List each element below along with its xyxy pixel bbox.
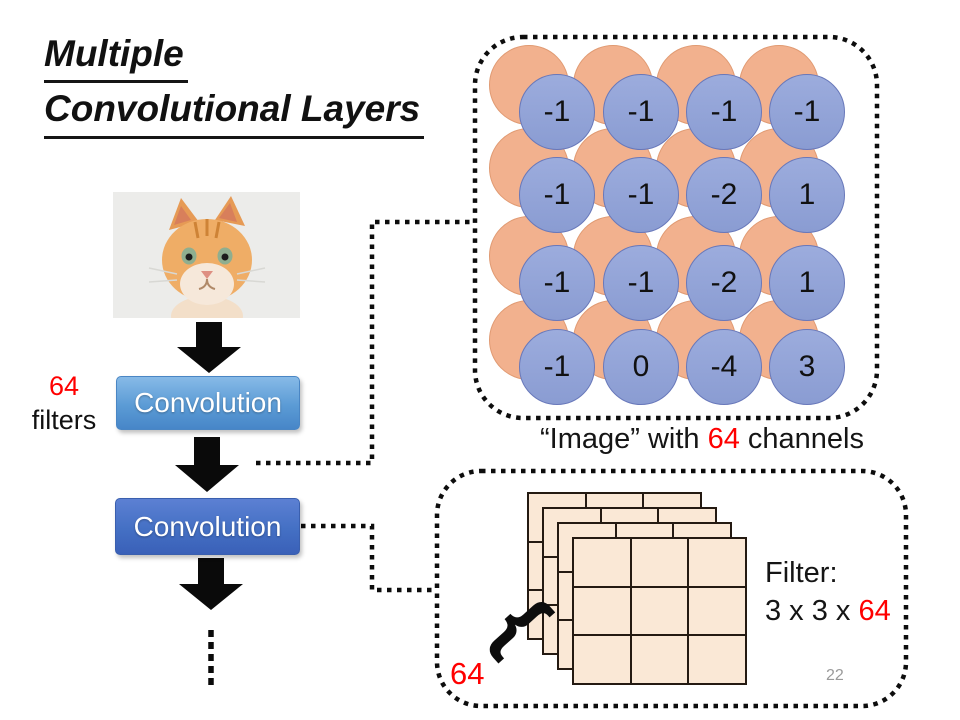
filters-count-word: filters	[31, 405, 97, 435]
blue-value-circle: -1	[519, 329, 595, 405]
connector-conv2-to-filter-box	[301, 523, 436, 593]
blue-value-circle: -1	[686, 74, 762, 150]
down-arrow-icon	[177, 322, 241, 373]
blue-value-circle: 1	[769, 245, 845, 321]
blue-value-circle: -1	[519, 245, 595, 321]
blue-value-circle: -1	[519, 157, 595, 233]
matrix-cell: -1	[489, 300, 595, 405]
matrix-cell: 3	[739, 300, 845, 405]
filters-count-value: 64	[48, 371, 80, 401]
convolution-block-1: Convolution	[116, 376, 300, 430]
convolution-block-2: Convolution	[115, 498, 300, 555]
matrix-cell: 1	[739, 128, 845, 233]
filter-stack-count: 64	[450, 656, 485, 691]
filter-size-label: Filter: 3 x 3 x 64	[765, 554, 891, 630]
cat-illustration	[113, 192, 300, 336]
feature-map-caption: “Image” with 64 channels	[500, 423, 904, 456]
title-line-1: Multiple	[44, 28, 188, 84]
caption-channel-count: 64	[707, 423, 740, 455]
blue-value-circle: -1	[603, 157, 679, 233]
title-line-2: Convolutional Layers	[44, 83, 425, 139]
matrix-cell: -1	[489, 45, 595, 150]
matrix-cell: -4	[656, 300, 762, 405]
matrix-cell: -1	[489, 128, 595, 233]
matrix-cell: -1	[573, 128, 679, 233]
down-arrow-icon	[175, 437, 239, 492]
blue-value-circle: -2	[686, 157, 762, 233]
filter-depth-value: 64	[858, 595, 891, 627]
blue-value-circle: -2	[686, 245, 762, 321]
blue-value-circle: -1	[603, 245, 679, 321]
blue-value-circle: 1	[769, 157, 845, 233]
matrix-cell: -1	[739, 45, 845, 150]
matrix-cell: -1	[489, 216, 595, 321]
filter-label-line1: Filter:	[765, 557, 838, 589]
cat-image	[113, 192, 300, 336]
blue-value-circle: 0	[603, 329, 679, 405]
matrix-cell: -1	[656, 45, 762, 150]
caption-prefix: “Image” with	[539, 423, 708, 455]
caption-suffix: channels	[739, 423, 865, 455]
blue-value-circle: -1	[519, 74, 595, 150]
matrix-cell: 0	[573, 300, 679, 405]
matrix-cell: -1	[573, 216, 679, 321]
down-arrow-icon	[179, 558, 243, 610]
slide-title: Multiple Convolutional Layers	[44, 28, 425, 139]
filter-label-line2: 3 x 3 x 64	[765, 592, 891, 630]
filters-count-label: 64 filters	[14, 369, 114, 437]
blue-value-circle: -1	[769, 74, 845, 150]
filter-layer	[572, 537, 747, 685]
blue-value-circle: -4	[686, 329, 762, 405]
matrix-cell: -2	[656, 128, 762, 233]
blue-value-circle: 3	[769, 329, 845, 405]
filter-size-prefix: 3 x 3 x	[765, 595, 859, 627]
matrix-cell: -1	[573, 45, 679, 150]
blue-value-circle: -1	[603, 74, 679, 150]
page-number: 22	[826, 667, 844, 684]
matrix-cell: 1	[739, 216, 845, 321]
matrix-cell: -2	[656, 216, 762, 321]
